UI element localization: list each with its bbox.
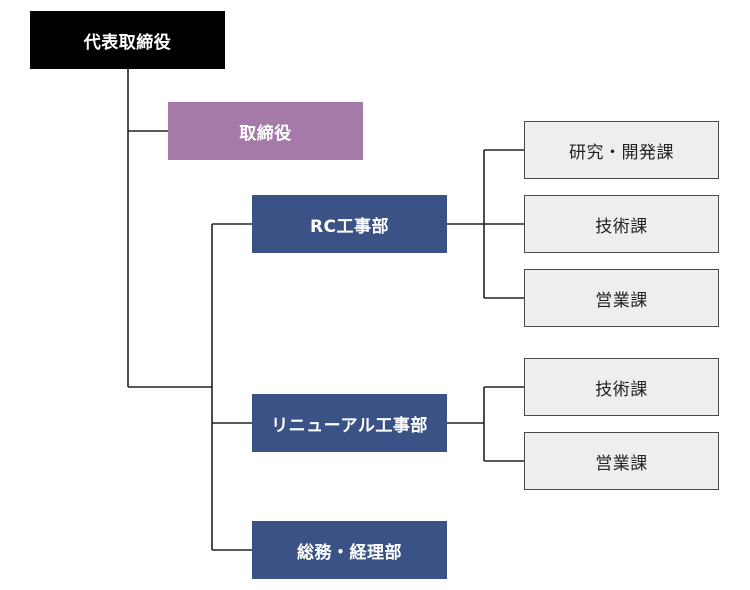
dept-general-box: 総務・経理部 (252, 521, 447, 579)
dept-rc-box: RC工事部 (252, 195, 447, 253)
section-rc-research-box: 研究・開発課 (524, 121, 719, 179)
dept-renewal-box: リニューアル工事部 (252, 394, 447, 452)
section-renewal-tech-box: 技術課 (524, 358, 719, 416)
ceo-box: 代表取締役 (30, 11, 225, 69)
section-rc-sales-box: 営業課 (524, 269, 719, 327)
section-rc-tech-box: 技術課 (524, 195, 719, 253)
director-box: 取締役 (168, 102, 363, 160)
section-renewal-sales-box: 営業課 (524, 432, 719, 490)
